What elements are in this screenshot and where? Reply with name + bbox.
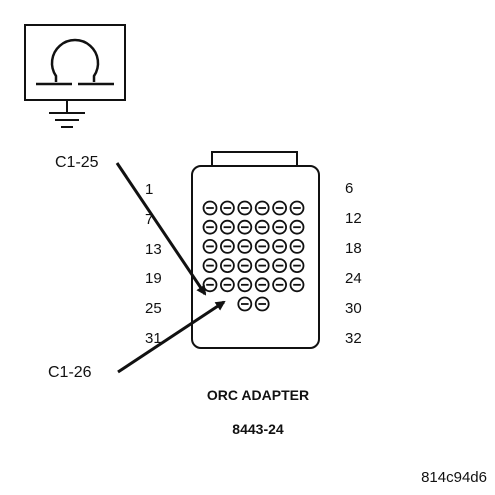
- ground-icon: [49, 100, 85, 128]
- connector-pin: [289, 258, 305, 274]
- probe-arrow-c1-26: [117, 300, 226, 374]
- pin-label: 31: [145, 330, 162, 347]
- connector-pin: [272, 238, 288, 254]
- connector-pin: [237, 258, 253, 274]
- connector-pin: [237, 277, 253, 293]
- connector-pin: [219, 219, 235, 235]
- pin-label: 13: [145, 241, 162, 258]
- callout-c1-25: C1-25: [55, 154, 99, 171]
- connector-pin: [254, 277, 270, 293]
- pin-label: 7: [145, 211, 153, 228]
- connector-pin: [289, 219, 305, 235]
- image-reference: 814c94d6: [421, 469, 487, 486]
- connector-pin: [219, 200, 235, 216]
- connector-pin: [272, 258, 288, 274]
- connector-pin: [202, 258, 218, 274]
- connector-latch: [211, 151, 298, 168]
- probe-arrow-c1-25: [115, 162, 207, 296]
- connector-pin: [254, 296, 270, 312]
- connector-pin: [202, 238, 218, 254]
- pin-label: 1: [145, 181, 153, 198]
- connector-pin: [272, 219, 288, 235]
- pin-label: 19: [145, 270, 162, 287]
- connector-pin: [254, 258, 270, 274]
- connector-pin: [202, 277, 218, 293]
- adapter-title: ORC ADAPTER: [207, 387, 309, 403]
- connector-pin: [289, 238, 305, 254]
- connector-pin: [219, 238, 235, 254]
- pin-label: 25: [145, 300, 162, 317]
- pin-label: 32: [345, 330, 362, 347]
- pin-labels-right: 6 12 18 24 30 32: [345, 180, 362, 347]
- connector-pin: [272, 200, 288, 216]
- pin-grid: [202, 200, 305, 312]
- connector-pin: [254, 238, 270, 254]
- connector-body: [191, 165, 320, 349]
- connector-pin: [254, 219, 270, 235]
- adapter-part-number: 8443-24: [232, 421, 284, 437]
- pin-label: 30: [345, 300, 362, 317]
- connector-pin: [219, 277, 235, 293]
- pin-label: 24: [345, 270, 362, 287]
- connector-adapter: [191, 151, 320, 349]
- connector-pin: [254, 200, 270, 216]
- connector-pin: [202, 219, 218, 235]
- pin-label: 18: [345, 240, 362, 257]
- connector-pin: [237, 238, 253, 254]
- connector-pin: [237, 296, 253, 312]
- pin-labels-left: 1 7 13 19 25 31: [145, 181, 162, 347]
- connector-pin: [202, 200, 218, 216]
- connector-pin: [272, 277, 288, 293]
- connector-pin: [219, 258, 235, 274]
- connector-pin: [289, 277, 305, 293]
- pin-label: 6: [345, 180, 353, 197]
- connector-pin: [237, 200, 253, 216]
- callout-c1-26: C1-26: [48, 364, 92, 381]
- connector-pin: [289, 200, 305, 216]
- connector-pin: [237, 219, 253, 235]
- ohm-meter-icon: [24, 24, 126, 101]
- pin-label: 12: [345, 210, 362, 227]
